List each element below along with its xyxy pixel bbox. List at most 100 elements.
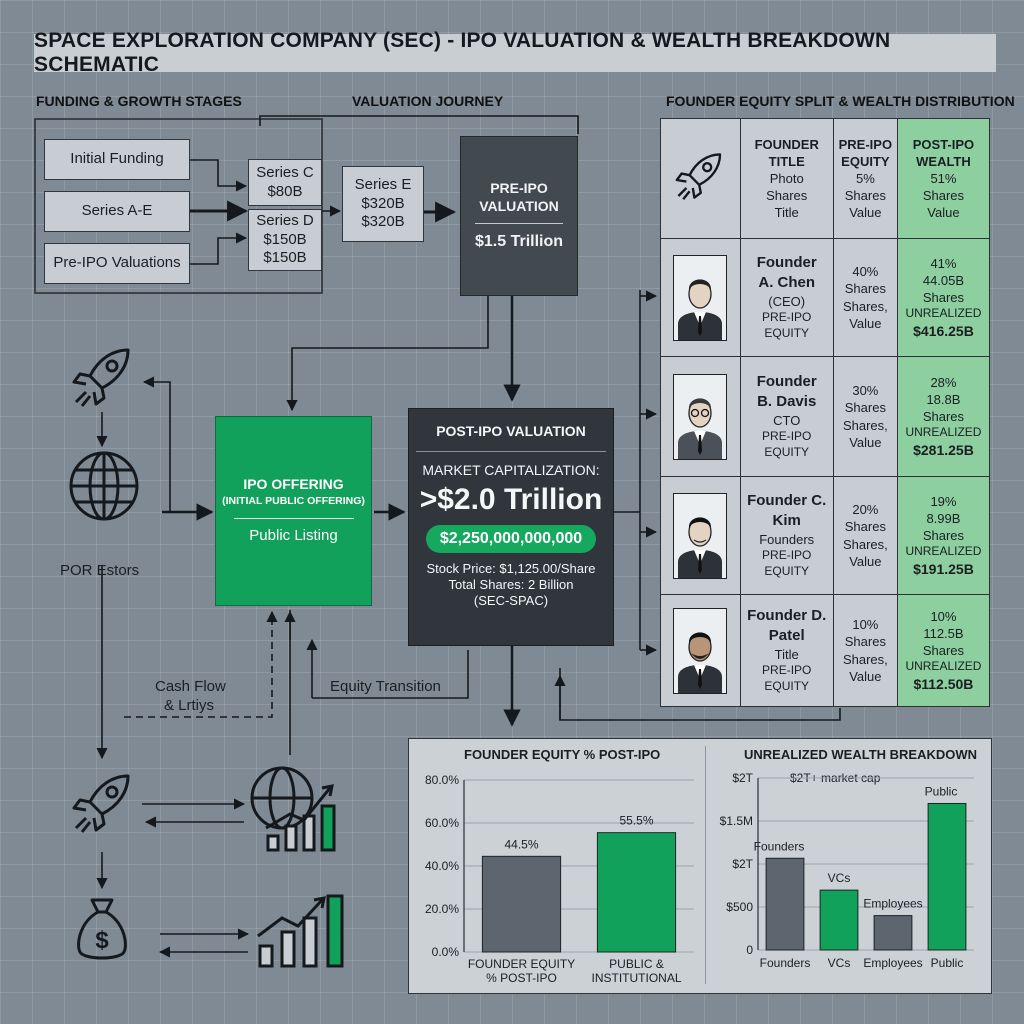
founder-post-cell: 41% 44.05B Shares UNREALIZED $416.25B — [897, 239, 989, 357]
wealth-value: $191.25B — [898, 560, 989, 578]
pre-shares-2: Shares, — [834, 298, 897, 315]
header-post-ipo: POST-IPO WEALTH — [898, 136, 989, 170]
post-shares: 44.05B — [898, 272, 989, 289]
founder-avatar-icon — [673, 608, 727, 694]
series-c-box: Series C $80B — [248, 159, 322, 206]
wealth-chart: $2T$1.5M$2T$5000FoundersFoundersVCsVCsEm… — [706, 738, 992, 994]
founder-photo-cell — [661, 595, 741, 707]
unrealized-label: UNREALIZED — [898, 306, 989, 322]
y-tick-label: $1.5M — [720, 814, 753, 828]
y-tick-label: 40.0% — [425, 859, 459, 873]
legend-title: Title — [741, 204, 833, 221]
ipo-offering-subtitle: (INITIAL PUBLIC OFFERING) — [222, 495, 365, 508]
founder-info-cell: Founder A. Chen (CEO) PRE-IPO EQUITY — [740, 239, 833, 357]
series-e-box: Series E $320B $320B — [342, 166, 424, 242]
series-c-label: Series C — [256, 164, 314, 183]
founder-pre-label: PRE-IPO — [741, 663, 833, 679]
market-cap-value: >$2.0 Trillion — [420, 481, 603, 519]
equity-chart: 80.0%60.0%40.0%20.0%0.0%44.5%FOUNDER EQU… — [408, 738, 704, 994]
series-d-value: $150B — [263, 231, 306, 250]
founder-pre-label: PRE-IPO — [741, 310, 833, 326]
founder-role: CTO — [741, 412, 833, 429]
unrealized-label: UNREALIZED — [898, 425, 989, 441]
founder-post-cell: 19% 8.99B Shares UNREALIZED $191.25B — [897, 477, 989, 595]
y-tick-label: 20.0% — [425, 902, 459, 916]
y-tick-label: 60.0% — [425, 816, 459, 830]
bar — [766, 858, 804, 950]
ticker: (SEC-SPAC) — [474, 593, 548, 609]
pre-shares-2: Shares, — [834, 651, 897, 668]
founder-equity-table: FOUNDER TITLE Photo Shares Title PRE-IPO… — [660, 118, 990, 707]
legend-photo: Photo — [741, 170, 833, 187]
table-row: Founder A. Chen (CEO) PRE-IPO EQUITY 40%… — [661, 239, 990, 357]
y-tick-label: 0 — [746, 943, 753, 957]
founder-name-2: A. Chen — [741, 273, 833, 293]
bar — [482, 856, 560, 952]
founder-role: Title — [741, 646, 833, 663]
pre-pct: 20% — [834, 501, 897, 518]
y-tick-label: 0.0% — [432, 945, 460, 959]
post-shares-label: Shares — [898, 289, 989, 306]
post-shares: 18.8B — [898, 391, 989, 408]
founder-photo-cell — [661, 239, 741, 357]
growth-chart-icon — [252, 890, 352, 970]
ipo-public-listing: Public Listing — [249, 527, 337, 546]
founder-pre-label-2: EQUITY — [741, 445, 833, 461]
table-header-post: POST-IPO WEALTH 51% Shares Value — [897, 119, 989, 239]
legend-post-shares: Shares — [898, 187, 989, 204]
pre-value: Value — [834, 668, 897, 685]
founder-pre-label-2: EQUITY — [741, 564, 833, 580]
founder-pre-label-2: EQUITY — [741, 326, 833, 342]
series-d-box: Series D $150B $150B — [248, 209, 322, 271]
pre-value: Value — [834, 315, 897, 332]
pre-value: Value — [834, 553, 897, 570]
equity-transition-label: Equity Transition — [330, 678, 441, 695]
series-e-value-2: $320B — [361, 213, 404, 232]
pre-shares: Shares — [834, 280, 897, 297]
table-row: Founder D. Patel Title PRE-IPO EQUITY 10… — [661, 595, 990, 707]
post-pct: 10% — [898, 608, 989, 625]
founder-post-cell: 10% 112.5B Shares UNREALIZED $112.50B — [897, 595, 989, 707]
header-pre-ipo: PRE-IPO EQUITY — [834, 136, 897, 170]
bar-top-label: VCs — [828, 871, 851, 885]
founder-info-cell: Founder C. Kim Founders PRE-IPO EQUITY — [740, 477, 833, 595]
growth-chart-icon — [246, 762, 342, 854]
funding-series-a-e: Series A-E — [44, 191, 190, 232]
y-tick-label: 80.0% — [425, 773, 459, 787]
money-bag-icon: $ — [72, 894, 132, 964]
unrealized-label: UNREALIZED — [898, 659, 989, 675]
total-shares: Total Shares: 2 Billion — [448, 577, 573, 593]
legend-pre-value: Value — [834, 204, 897, 221]
market-cap-label: MARKET CAPITALIZATION: — [422, 462, 599, 480]
legend-pre-shares: Shares — [834, 187, 897, 204]
funding-pre-ipo: Pre-IPO Valuations — [44, 243, 190, 284]
bar-top-label: Founders — [754, 839, 805, 853]
founder-info-cell: Founder B. Davis CTO PRE-IPO EQUITY — [740, 357, 833, 477]
founder-pre-label: PRE-IPO — [741, 429, 833, 445]
bar-value-label: 55.5% — [619, 814, 653, 828]
legend-shares: Shares — [741, 187, 833, 204]
table-header-title: FOUNDER TITLE Photo Shares Title — [740, 119, 833, 239]
x-category-label: VCs — [828, 956, 851, 970]
pre-ipo-label: PRE-IPO — [490, 180, 548, 198]
founder-name: Founder — [741, 372, 833, 392]
table-header-icon-cell — [661, 119, 741, 239]
legend-pre-pct: 5% — [834, 170, 897, 187]
x-category-label: Employees — [863, 956, 922, 970]
x-category-label: PUBLIC &INSTITUTIONAL — [591, 957, 681, 985]
founder-name: Founder — [741, 253, 833, 273]
post-shares: 8.99B — [898, 510, 989, 527]
pre-shares: Shares — [834, 518, 897, 535]
series-c-value: $80B — [267, 183, 302, 202]
market-cap-exact: $2,250,000,000,000 — [426, 525, 596, 553]
wealth-value: $112.50B — [898, 675, 989, 693]
founder-avatar-icon — [673, 374, 727, 460]
pre-pct: 10% — [834, 616, 897, 633]
lrtiys-label: & Lrtiys — [164, 697, 214, 714]
founder-photo-cell — [661, 477, 741, 595]
rocket-icon — [68, 342, 138, 412]
post-shares-label: Shares — [898, 527, 989, 544]
unrealized-label: UNREALIZED — [898, 544, 989, 560]
founder-pre-cell: 20% Shares Shares, Value — [833, 477, 897, 595]
founder-name: Founder C. — [741, 491, 833, 511]
